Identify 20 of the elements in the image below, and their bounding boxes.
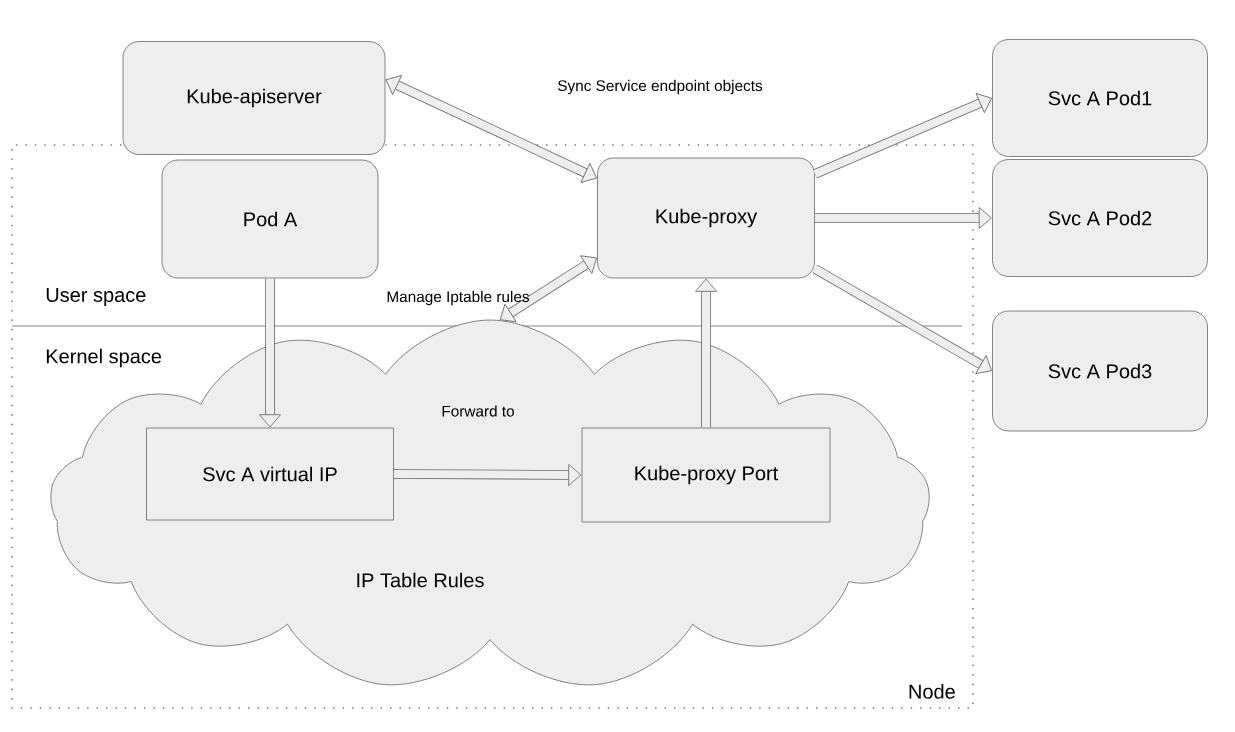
rounded-box: Pod A	[161, 159, 379, 279]
block-arrow	[499, 255, 597, 323]
rounded-box: Svc A Pod2	[992, 159, 1208, 277]
block-arrow	[385, 75, 597, 183]
block-arrow	[259, 278, 281, 428]
process-box: Kube-proxy Port	[581, 427, 831, 523]
process-box: Svc A virtual IP	[146, 427, 394, 521]
block-arrow	[695, 278, 717, 428]
rounded-box: Svc A Pod1	[992, 39, 1208, 157]
rounded-box: Kube-proxy	[597, 157, 815, 279]
block-arrow	[393, 464, 582, 486]
rounded-box: Svc A Pod3	[992, 310, 1208, 432]
edge-label: Forward to	[442, 405, 514, 417]
rounded-box: Kube-apiserver	[122, 41, 386, 155]
edge-label: Manage Iptable rules	[387, 290, 529, 306]
block-arrow	[812, 264, 992, 375]
region-label: User space	[46, 288, 146, 306]
edge-label: Sync Service endpoint objects	[558, 79, 763, 95]
block-arrow	[813, 93, 992, 179]
block-arrow	[814, 207, 992, 229]
